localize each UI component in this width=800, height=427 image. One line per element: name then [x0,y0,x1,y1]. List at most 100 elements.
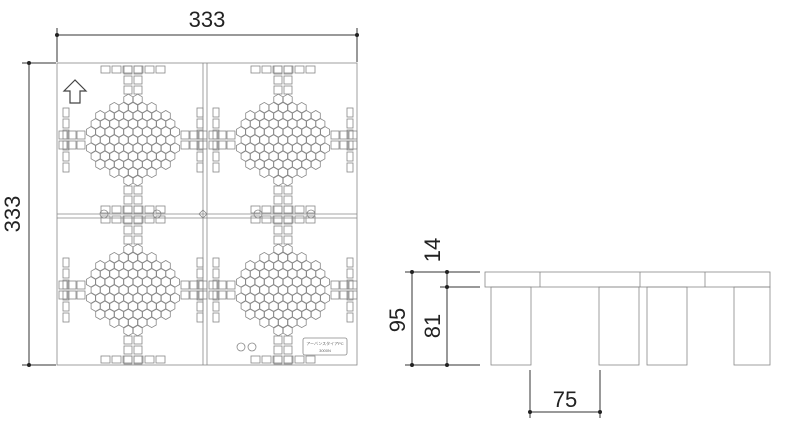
slot-cell [346,312,354,323]
leg [733,286,771,366]
square-cell [133,185,143,195]
slot-cell [111,205,122,214]
hex-cell [273,174,284,187]
square-cell [283,335,293,345]
leg [598,286,640,366]
hex-cell [146,316,157,329]
square-cell [283,75,293,85]
slot-cell [212,312,220,323]
slot-cell [196,290,204,301]
slot-cell [196,162,204,173]
slot-cell [196,257,204,268]
slot-cell [294,355,305,364]
slot-cell [283,65,294,74]
square-cell [330,280,340,290]
hex-cell [132,174,143,187]
slot-cell [346,257,354,268]
slot-cell [212,257,220,268]
hex-cell [109,316,120,329]
slot-cell [62,151,70,162]
hex-cell [282,243,293,256]
slot-cell [305,65,316,74]
hex-cell [109,166,120,179]
hex-cell [282,93,293,106]
hex-cell [310,158,321,170]
slot-cell [294,215,305,224]
hex-cell [282,324,293,337]
slot-cell [212,107,220,118]
square-cell [123,335,133,345]
slot-cell [196,129,204,140]
pallet-top-view: アーバンスタイアPC 3000N [56,62,358,366]
square-cell [180,280,190,290]
square-cell [273,235,283,245]
slot-cell [196,279,204,290]
width-dimension: 333 [55,7,359,62]
hex-cell [259,316,270,329]
slot-cell [196,140,204,151]
slot-cell [122,355,133,364]
square-cell [283,195,293,205]
slot-cell [62,118,70,129]
square-cell [283,185,293,195]
slot-cell [250,215,261,224]
slot-cell [122,205,133,214]
slot-cell [261,355,272,364]
square-cell [189,280,199,290]
square-cell [180,290,190,300]
slot-cell [212,279,220,290]
rating-plate: アーバンスタイアPC 3000N [302,337,348,356]
joint [253,209,263,219]
square-cell [339,140,349,150]
hex-cell [160,158,171,170]
slot-cell [100,215,111,224]
slot-cell [144,205,155,214]
slot-cell [261,215,272,224]
slot-cell [62,268,70,279]
square-cell [123,225,133,235]
slot-cell [196,312,204,323]
slot-cell [212,140,220,151]
slot-cell [100,355,111,364]
hex-cell [273,324,284,337]
leg [490,286,532,366]
slot-cell [133,205,144,214]
square-cell [76,280,86,290]
square-cell [123,345,133,355]
slot-cell [155,205,166,214]
square-cell [273,195,283,205]
deck-height-label: 14 [420,238,445,262]
height-dimensions: 95 14 81 [385,238,480,367]
hex-cell [123,324,134,337]
slot-cell [346,129,354,140]
slot-cell [212,290,220,301]
hex-cell [296,316,307,329]
slot-cell [111,355,122,364]
slot-cell [283,355,294,364]
square-cell [226,290,236,300]
slot-cell [212,118,220,129]
slot-cell [144,215,155,224]
square-cell [217,290,227,300]
square-cell [123,185,133,195]
square-cell [133,345,143,355]
square-cell [76,290,86,300]
slot-cell [196,118,204,129]
slot-cell [196,107,204,118]
direction-arrow-icon [62,79,88,104]
slot-cell [144,355,155,364]
slot-cell [62,140,70,151]
slot-cell [196,268,204,279]
slot-cell [62,129,70,140]
square-cell [283,225,293,235]
slot-cell [122,65,133,74]
square-cell [123,195,133,205]
square-cell [283,85,293,95]
hex-cell [310,308,321,320]
joint [306,209,316,219]
slot-cell [196,301,204,312]
slot-cell [155,215,166,224]
hex-cell [132,93,143,106]
square-cell [339,130,349,140]
